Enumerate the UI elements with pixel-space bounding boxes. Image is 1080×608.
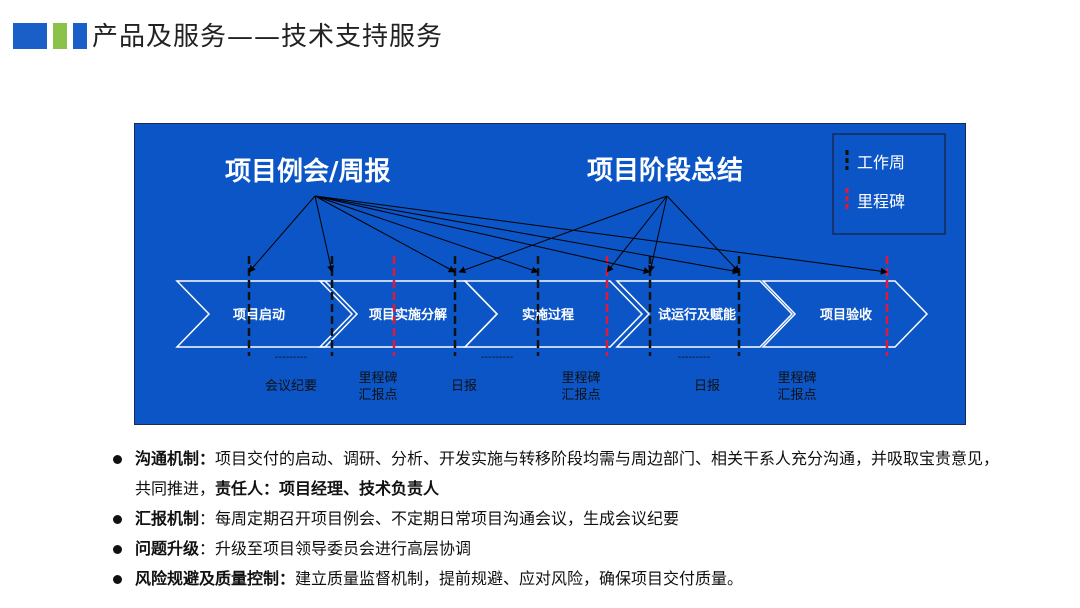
weekly-arrow [314,195,888,275]
dotted-connector-2: --------- [481,352,514,363]
bottom-label-milestone-2b: 汇报点 [561,388,600,403]
bullet-label: 风险规避及质量控制 [135,569,280,588]
logo-block-2 [53,23,67,49]
stage-arrow [458,195,668,274]
stage-arrow [647,195,668,273]
bullet-label: 沟通机制 [135,449,200,468]
logo-block-1 [13,23,47,49]
bullet-sep: ： [199,539,216,558]
bullet-dot-icon [113,545,122,554]
weekly-arrow [314,195,740,275]
bottom-label-milestone-2a: 里程碑 [561,370,600,386]
dotted-connector-1: --------- [275,352,308,363]
phase-label-3: 实施过程 [522,307,574,323]
phase-label-1: 项目启动 [233,307,285,323]
page-title: 产品及服务——技术支持服务 [92,22,444,52]
phase-shape-4 [615,280,794,348]
phase-label-5: 项目验收 [820,307,873,323]
bullet-label: 问题升级 [135,539,200,558]
weekly-arrow [314,195,456,273]
bullet-sep: ： [199,449,216,468]
bullet-item-reporting: 汇报机制：每周定期召开项目例会、不定期日常项目沟通会议，生成会议纪要 [113,504,1013,534]
bullet-dot-icon [113,515,122,524]
legend-work-week-label: 工作周 [857,153,905,172]
bottom-label-milestone-1a: 里程碑 [358,370,397,386]
bullet-sep: ： [279,569,296,588]
bullet-text: 项目交付的启动、调研、分析、开发实施与转移阶段均需与周边部门、相关干系人充分沟通… [135,449,1000,498]
phase-label-4: 试运行及赋能 [658,307,736,323]
heading-weekly-meeting: 项目例会/周报 [225,156,391,187]
bottom-label-meeting-minutes: 会议纪要 [265,379,317,394]
bottom-label-milestone-1b: 汇报点 [358,388,397,403]
bullet-dot-icon [113,575,122,584]
process-diagram-svg: 项目例会/周报 项目阶段总结 工作周 里程碑 项目启动 项目实施分解 实施过程 … [175,133,946,403]
weekly-arrow [248,195,316,273]
heading-stage-summary: 项目阶段总结 [587,155,743,186]
bullet-text: 升级至项目领导委员会进行高层协调 [215,539,472,558]
bullet-item-escalation: 问题升级：升级至项目领导委员会进行高层协调 [113,534,1013,564]
bullet-sep: ： [199,509,216,528]
bullet-text: 每周定期召开项目例会、不定期日常项目沟通会议，生成会议纪要 [215,509,680,528]
bullet-item-communication: 沟通机制：项目交付的启动、调研、分析、开发实施与转移阶段均需与周边部门、相关干系… [113,444,1013,504]
legend: 工作周 里程碑 [832,133,946,235]
stage-arrow [666,195,740,273]
bullet-label: 汇报机制 [135,509,200,528]
bullet-list: 沟通机制：项目交付的启动、调研、分析、开发实施与转移阶段均需与周边部门、相关干系… [113,444,1013,594]
process-diagram: 项目例会/周报 项目阶段总结 工作周 里程碑 项目启动 项目实施分解 实施过程 … [134,123,966,425]
bottom-label-daily-1: 日报 [451,379,477,394]
bottom-label-daily-2: 日报 [694,379,720,394]
weekly-arrow [314,195,539,274]
weekly-arrow [314,195,651,275]
bottom-label-milestone-3a: 里程碑 [777,370,816,386]
bullet-dot-icon [113,455,122,464]
logo-block-3 [73,23,87,49]
phase-shape-5 [761,280,929,348]
legend-milestone-label: 里程碑 [857,192,905,211]
stage-arrow [606,195,668,273]
phase-shape-3 [463,280,644,348]
dotted-connector-3: --------- [678,352,711,363]
bullet-responsible: 责任人：项目经理、技术负责人 [215,479,440,498]
phase-label-2: 项目实施分解 [369,307,447,323]
bullet-text: 建立质量监督机制，提前规避、应对风险，确保项目交付质量。 [295,569,744,588]
bullet-item-risk-quality: 风险规避及质量控制：建立质量监督机制，提前规避、应对风险，确保项目交付质量。 [113,564,1013,594]
bottom-label-milestone-3b: 汇报点 [777,388,816,403]
weekly-arrow [314,195,335,273]
